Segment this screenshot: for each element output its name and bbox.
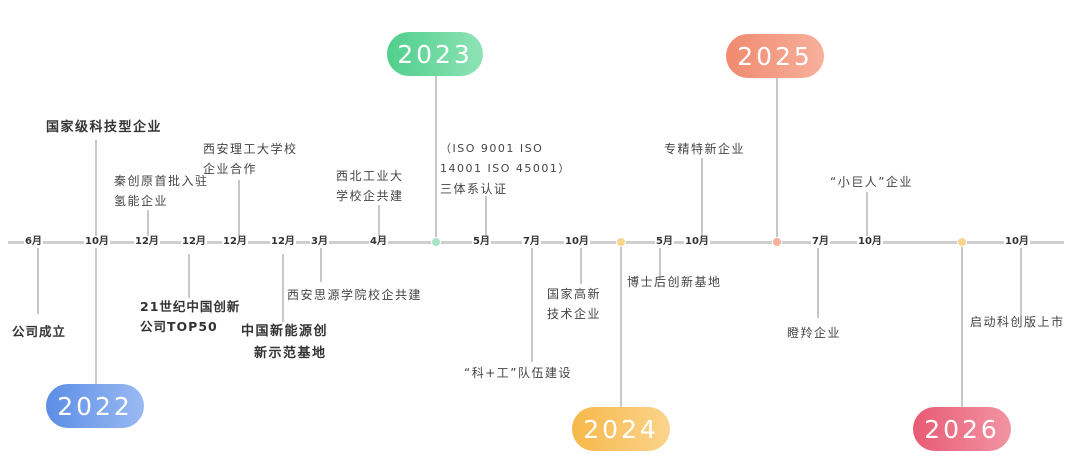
connector-line [485, 196, 487, 240]
event-line: 21世纪中国创新 [140, 299, 241, 314]
event-team: “科+工”队伍建设 [464, 366, 572, 380]
event-line: 西北工业大 [336, 169, 404, 183]
event-little-giant: “小巨人”企业 [830, 175, 913, 189]
event-line: 氢能企业 [114, 194, 169, 208]
month-label: 10月 [564, 236, 590, 248]
month-label: 12月 [270, 236, 296, 248]
connector-line [435, 74, 437, 240]
month-label: 7月 [522, 236, 541, 248]
connector-line [701, 158, 703, 240]
connector-line [238, 180, 240, 240]
year-badge-2026: 2026 [913, 407, 1011, 451]
year-badge-2025: 2025 [726, 34, 824, 78]
month-label: 12月 [181, 236, 207, 248]
event-line: 新示范基地 [254, 346, 327, 361]
event-founded: 公司成立 [12, 324, 67, 339]
connector-line [659, 244, 661, 280]
month-label: 6月 [24, 236, 43, 248]
event-line: 企业合作 [203, 162, 258, 176]
connector-line [961, 244, 963, 410]
month-label: 7月 [811, 236, 830, 248]
event-specialized: 专精特新企业 [664, 142, 746, 156]
connector-line [282, 254, 284, 322]
month-label: 10月 [857, 236, 883, 248]
timeline-dot [616, 237, 626, 247]
event-line: 国家高新 [547, 287, 602, 301]
connector-line [188, 254, 190, 298]
connector-line [95, 244, 97, 386]
connector-line [95, 140, 97, 240]
event-line: （ISO 9001 ISO [440, 142, 544, 155]
connector-line [866, 192, 868, 240]
event-postdoc: 博士后创新基地 [627, 275, 722, 289]
event-line: 公司TOP50 [140, 319, 218, 334]
month-label: 4月 [369, 236, 388, 248]
timeline-dot [431, 237, 441, 247]
month-label: 10月 [1004, 236, 1030, 248]
connector-line [620, 244, 622, 410]
event-line: 三体系认证 [440, 182, 508, 196]
month-label: 12月 [134, 236, 160, 248]
connector-line [776, 76, 778, 240]
connector-line [320, 244, 322, 282]
connector-line [817, 244, 819, 318]
year-badge-2022: 2022 [46, 384, 144, 428]
event-line: 秦创原首批入驻 [114, 174, 209, 188]
event-gazelle: 瞪羚企业 [787, 326, 842, 340]
connector-line [378, 205, 380, 240]
month-label: 3月 [310, 236, 329, 248]
event-line: 西安理工大学校 [203, 142, 298, 156]
month-label: 5月 [655, 236, 674, 248]
event-national-tech: 国家级科技型企业 [46, 120, 163, 135]
year-badge-2024: 2024 [572, 407, 670, 451]
month-label: 12月 [222, 236, 248, 248]
timeline-dot [772, 237, 782, 247]
event-ipo: 启动科创版上市 [970, 315, 1065, 329]
month-label: 10月 [84, 236, 110, 248]
year-badge-2023: 2023 [387, 32, 483, 76]
connector-line [37, 244, 39, 314]
connector-line [531, 244, 533, 362]
timeline-dot [957, 237, 967, 247]
connector-line [580, 244, 582, 284]
event-line: 学校企共建 [336, 189, 404, 203]
event-line: 中国新能源创 [241, 324, 329, 339]
connector-line [1020, 244, 1022, 316]
month-label: 10月 [684, 236, 710, 248]
event-siyuan: 西安思源学院校企共建 [287, 288, 423, 302]
event-line: 技术企业 [547, 307, 602, 321]
event-line: 14001 ISO 45001） [440, 162, 571, 175]
connector-line [147, 210, 149, 240]
month-label: 5月 [472, 236, 491, 248]
